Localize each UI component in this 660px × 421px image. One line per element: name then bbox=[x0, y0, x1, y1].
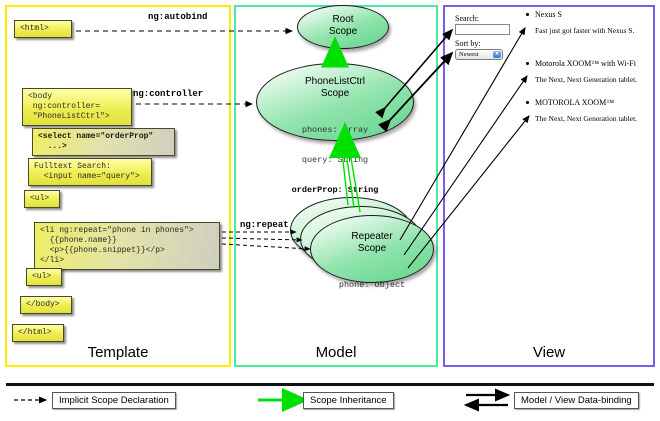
body-controller-tag: <body ng:controller= "PhoneListCtrl"> bbox=[22, 88, 132, 126]
phone-name: MOTOROLA XOOM™ bbox=[535, 98, 615, 107]
list-bullet-icon bbox=[526, 13, 529, 16]
root-scope-title-line1: Root bbox=[332, 14, 354, 25]
repeater-scope-props: phone: Object bbox=[311, 260, 433, 310]
root-scope-ellipse: Root Scope bbox=[297, 5, 389, 49]
search-input[interactable] bbox=[455, 24, 510, 35]
root-scope-title-line2: Scope bbox=[328, 26, 358, 37]
phone-snippet: The Next, Next Generation tablet. bbox=[535, 114, 638, 123]
ng-autobind-label: ng:autobind bbox=[148, 12, 208, 22]
column-view-title: View bbox=[532, 344, 566, 361]
li-ngrepeat-block: <li ng:repeat="phone in phones"> {{phone… bbox=[34, 222, 220, 270]
prop-orderprop: orderProp: String bbox=[291, 185, 379, 195]
body-close-tag: </body> bbox=[20, 296, 72, 314]
phone-snippet: Fast just got faster with Nexus S. bbox=[535, 26, 635, 35]
phonelistctrl-scope-ellipse: PhoneListCtrl Scope phones: Array query:… bbox=[256, 63, 414, 195]
sort-select[interactable]: Newest ▾ bbox=[455, 49, 503, 60]
phonelistctrl-scope-title-line1: PhoneListCtrl bbox=[304, 76, 366, 87]
list-bullet-icon bbox=[526, 62, 529, 65]
legend-implicit-scope-declaration: Implicit Scope Declaration bbox=[52, 392, 176, 409]
column-model-title: Model bbox=[315, 344, 357, 361]
phonelistctrl-scope-title-line2: Scope bbox=[320, 88, 350, 99]
select-arrow-icon: ▾ bbox=[493, 51, 501, 58]
list-bullet-icon bbox=[526, 101, 529, 104]
ng-controller-label: ng:controller bbox=[133, 89, 204, 99]
phone-list-item: Nexus S Fast just got faster with Nexus … bbox=[526, 10, 635, 35]
legend-divider bbox=[6, 383, 654, 386]
prop-phones: phones: Array bbox=[301, 125, 369, 135]
ul-close-tag: <ul> bbox=[26, 268, 62, 286]
phone-list-item: MOTOROLA XOOM™ The Next, Next Generation… bbox=[526, 98, 638, 123]
ul-open-tag: <ul> bbox=[24, 190, 60, 208]
legend-scope-inheritance: Scope Inheritance bbox=[303, 392, 394, 409]
column-template-title: Template bbox=[87, 344, 149, 361]
html-open-tag: <html> bbox=[14, 20, 72, 38]
html-close-tag: </html> bbox=[12, 324, 64, 342]
sort-select-value: Newest bbox=[459, 51, 479, 58]
repeater-scope-title-line1: Repeater bbox=[351, 231, 393, 242]
ng-repeat-label: ng:repeat bbox=[240, 220, 289, 230]
phone-snippet: The Next, Next Generation tablet. bbox=[535, 75, 638, 84]
phone-name: Motorola XOOM™ with Wi-Fi bbox=[535, 59, 636, 68]
prop-query: query: String bbox=[301, 155, 369, 165]
select-orderprop-tag: <select name="orderProp" ...> bbox=[32, 128, 175, 156]
prop-phone: phone: Object bbox=[338, 280, 406, 290]
fulltext-search-input: Fulltext Search: <input name="query"> bbox=[28, 158, 152, 186]
legend-model-view-data-binding: Model / View Data-binding bbox=[514, 392, 639, 409]
repeater-scope-ellipse: Repeater Scope phone: Object bbox=[310, 215, 434, 290]
phone-name: Nexus S bbox=[535, 10, 562, 19]
phone-list-item: Motorola XOOM™ with Wi-Fi The Next, Next… bbox=[526, 59, 638, 84]
search-label: Search: bbox=[455, 14, 479, 23]
sortby-label: Sort by: bbox=[455, 39, 481, 48]
repeater-scope-title-line2: Scope bbox=[357, 243, 387, 254]
